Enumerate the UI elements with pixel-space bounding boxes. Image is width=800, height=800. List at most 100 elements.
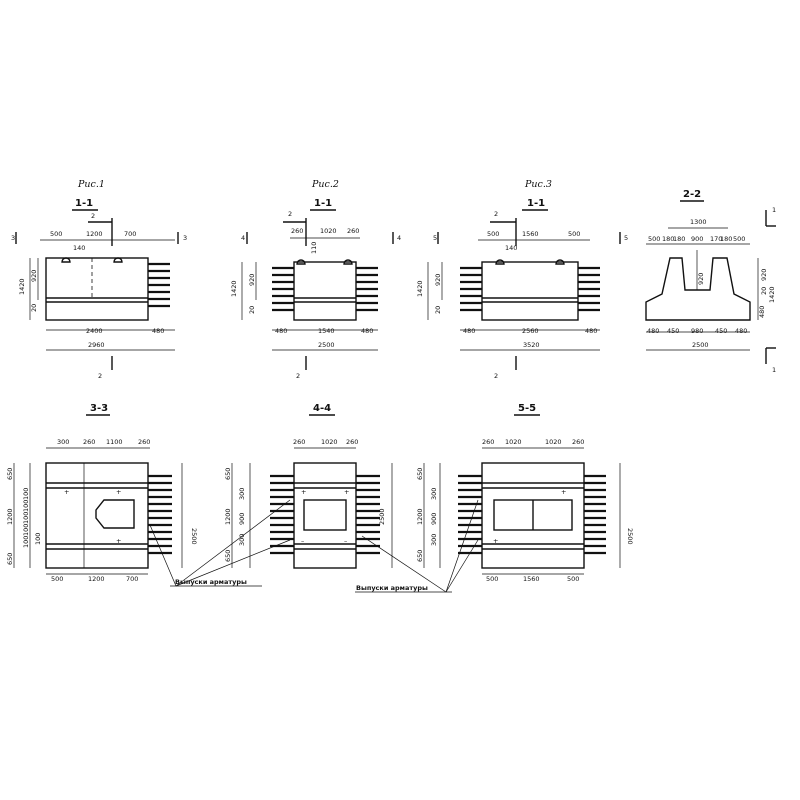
cut-mark-label: 2 (296, 372, 300, 380)
dim-text: 700 (126, 575, 138, 583)
dim-text: 100 (34, 533, 42, 545)
cut-mark-label: 2 (494, 210, 498, 218)
side-cut-label: 3 (11, 234, 15, 242)
plus-mark: + (561, 488, 566, 496)
plan-3-3: 3-3 300 260 1100 260 + + + (6, 403, 198, 583)
dim-text: 300 (430, 488, 438, 500)
rebar-note-text: Выпуски арматуры (175, 578, 247, 586)
dim-text: 650 (6, 553, 14, 565)
cut-mark-label: 2 (288, 210, 292, 218)
rebar-outlets-right (356, 474, 380, 555)
dim-text: 500 (50, 230, 62, 238)
dim-text: 260 (346, 438, 358, 446)
plus-mark: + (64, 488, 69, 496)
dim-text: 1300 (690, 218, 707, 226)
dim-text: 480 (585, 327, 597, 335)
side-cut-label: 4 (241, 234, 245, 242)
rebar-outlets-left (458, 474, 482, 555)
dim-text: 3520 (523, 341, 540, 349)
dim-text: 650 (224, 468, 232, 480)
section-2-2-title: 2-2 (683, 189, 701, 200)
cut-mark-label: 1 (772, 206, 776, 214)
dim-text: 2960 (88, 341, 105, 349)
dim-text: 300 (238, 488, 246, 500)
dim-text: 1020 (320, 227, 337, 235)
dim-text: 100 (22, 500, 30, 512)
dim-text: 260 (482, 438, 494, 446)
plan-4-4-title: 4-4 (313, 403, 331, 414)
dim-text: 920 (697, 273, 705, 285)
dim-text: 2500 (378, 508, 386, 525)
side-cut-label: 4 (397, 234, 401, 242)
rebar-outlets-right (584, 474, 606, 555)
dim-text: 500 (648, 235, 660, 243)
dim-text: 650 (224, 550, 232, 562)
leader-line (361, 535, 447, 593)
dim-text: 2500 (626, 528, 634, 545)
dim-text: 500 (733, 235, 745, 243)
dim-text: 450 (667, 327, 679, 335)
rebar-note-right: Выпуски арматуры (355, 499, 479, 593)
dim-text: 100 (22, 524, 30, 536)
dim-text: 500 (486, 575, 498, 583)
cut-mark-label: 2 (494, 372, 498, 380)
dim-text: 1200 (86, 230, 103, 238)
figure-3-caption: Рис.3 (524, 179, 552, 190)
rebar-outlets-left (270, 474, 294, 555)
dim-text: 920 (434, 274, 442, 286)
figure-2: Рис.2 1-1 2 4 4 260 1020 260 110 (230, 179, 401, 380)
dim-text: 100 (22, 488, 30, 500)
cut-mark-label: 2 (91, 212, 95, 220)
dim-text: 180 (673, 235, 685, 243)
leader-line (149, 524, 177, 587)
dim-text: 1020 (505, 438, 522, 446)
dim-text: 500 (51, 575, 63, 583)
dim-text: 300 (57, 438, 69, 446)
dim-text: 140 (73, 244, 85, 252)
dim-text: 480 (152, 327, 164, 335)
dim-text: 260 (291, 227, 303, 235)
plus-mark: + (116, 537, 121, 545)
dim-text: 20 (30, 304, 38, 312)
leader-line (175, 499, 291, 587)
block-plan (293, 462, 357, 569)
leader-line (445, 499, 479, 593)
dim-text: 2560 (522, 327, 539, 335)
rebar-outlets-right (578, 266, 600, 312)
plan-4-4: 4-4 260 1020 260 + + – – (224, 403, 393, 569)
dim-text: 1200 (6, 508, 14, 525)
figure-3-section-label: 1-1 (527, 198, 545, 209)
plus-mark: + (344, 488, 349, 496)
dim-text: 1540 (318, 327, 335, 335)
dim-text: 500 (567, 575, 579, 583)
block-plan (481, 462, 585, 569)
side-cut-label: 5 (433, 234, 437, 242)
dim-text: 260 (293, 438, 305, 446)
dim-text: 650 (6, 468, 14, 480)
dim-text: 1560 (523, 575, 540, 583)
dim-text: 1020 (321, 438, 338, 446)
dim-text: 900 (430, 513, 438, 525)
dim-text: 900 (691, 235, 703, 243)
rebar-outlets (148, 474, 172, 555)
dim-text: 300 (430, 534, 438, 546)
minus-mark: – (301, 537, 304, 545)
dim-text: 100 (22, 512, 30, 524)
dim-text: 2400 (86, 327, 103, 335)
lifting-loop (61, 257, 71, 263)
recess-outline (303, 499, 347, 531)
leader-line (175, 539, 291, 587)
dim-text: 2500 (190, 528, 198, 545)
hatched-profile (645, 257, 751, 321)
rebar-outlets-left (272, 266, 294, 312)
dim-text: 260 (83, 438, 95, 446)
dim-text: 170 (710, 235, 722, 243)
dim-text: 920 (30, 270, 38, 282)
rebar-note-left: Выпуски арматуры (149, 499, 291, 587)
dim-text: 450 (715, 327, 727, 335)
plus-mark: + (493, 537, 498, 545)
figure-2-caption: Рис.2 (311, 179, 339, 190)
dim-text: 100 (22, 536, 30, 548)
dim-text: 180 (720, 235, 732, 243)
